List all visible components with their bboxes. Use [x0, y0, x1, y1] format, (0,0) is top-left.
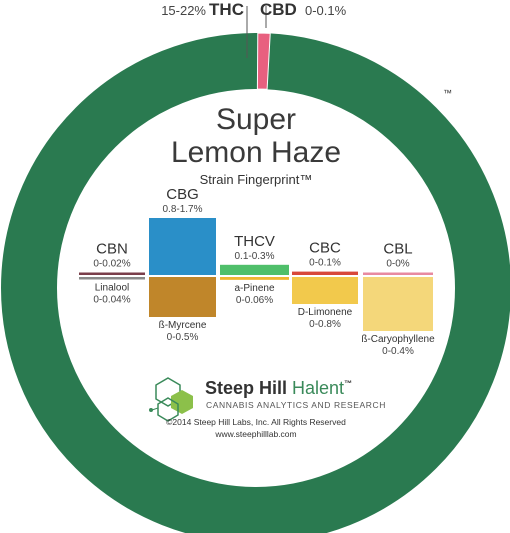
range-myrcene: 0-0.5%: [167, 332, 199, 343]
label-cbn: CBN: [96, 241, 128, 258]
label-apinene: a-Pinene: [234, 283, 274, 294]
label-cbc: CBC: [309, 240, 341, 257]
bar-linalool: [79, 277, 145, 280]
range-cbl: 0-0%: [386, 259, 409, 270]
range-dlimonene: 0-0.8%: [309, 319, 341, 330]
chart-title-line-1: Super: [216, 103, 296, 136]
brand-name: Steep Hill Halent™: [205, 378, 352, 398]
label-myrcene: ß-Myrcene: [159, 320, 207, 331]
bar-dlimonene: [292, 277, 358, 304]
range-caryophyllene: 0-0.4%: [382, 346, 414, 357]
range-apinene: 0-0.06%: [236, 295, 273, 306]
ring-trademark: ™: [443, 88, 452, 98]
bar-myrcene: [149, 277, 216, 317]
website-text: www.steephilllab.com: [214, 429, 296, 439]
range-thcv: 0.1-0.3%: [234, 251, 274, 262]
label-linalool: Linalool: [95, 283, 129, 294]
range-cbg: 0.8-1.7%: [162, 204, 202, 215]
range-linalool: 0-0.04%: [93, 295, 130, 306]
cbd-range-label: 0-0.1%: [305, 3, 347, 18]
bar-cbg: [149, 218, 216, 275]
range-cbn: 0-0.02%: [93, 259, 130, 270]
label-caryophyllene: ß-Caryophyllene: [361, 334, 435, 345]
bar-caryophyllene: [363, 277, 433, 331]
brand-tagline: CANNABIS ANALYTICS AND RESEARCH: [206, 400, 386, 410]
label-thcv: THCV: [234, 233, 275, 250]
label-cbl: CBL: [383, 241, 412, 258]
cbd-ring-slice: [256, 32, 271, 90]
bar-cbn: [79, 272, 145, 275]
thc-range-label: 15-22%: [161, 3, 206, 18]
bar-cbc: [292, 271, 358, 275]
bar-cbl: [363, 272, 433, 275]
range-cbc: 0-0.1%: [309, 258, 341, 269]
label-cbg: CBG: [166, 186, 199, 203]
label-dlimonene: D-Limonene: [298, 307, 353, 318]
steep-hill-logo-icon: [149, 377, 193, 422]
chart-subtitle: Strain Fingerprint™: [200, 172, 313, 187]
bar-apinene: [220, 277, 289, 280]
cbd-name-label: CBD: [260, 0, 297, 19]
copyright-text: ©2014 Steep Hill Labs, Inc. All Rights R…: [166, 417, 346, 427]
thc-name-label: THC: [209, 0, 244, 19]
bar-thcv: [220, 264, 289, 275]
chart-title-line-2: Lemon Haze: [171, 136, 341, 169]
thc-ring: [1, 33, 510, 533]
